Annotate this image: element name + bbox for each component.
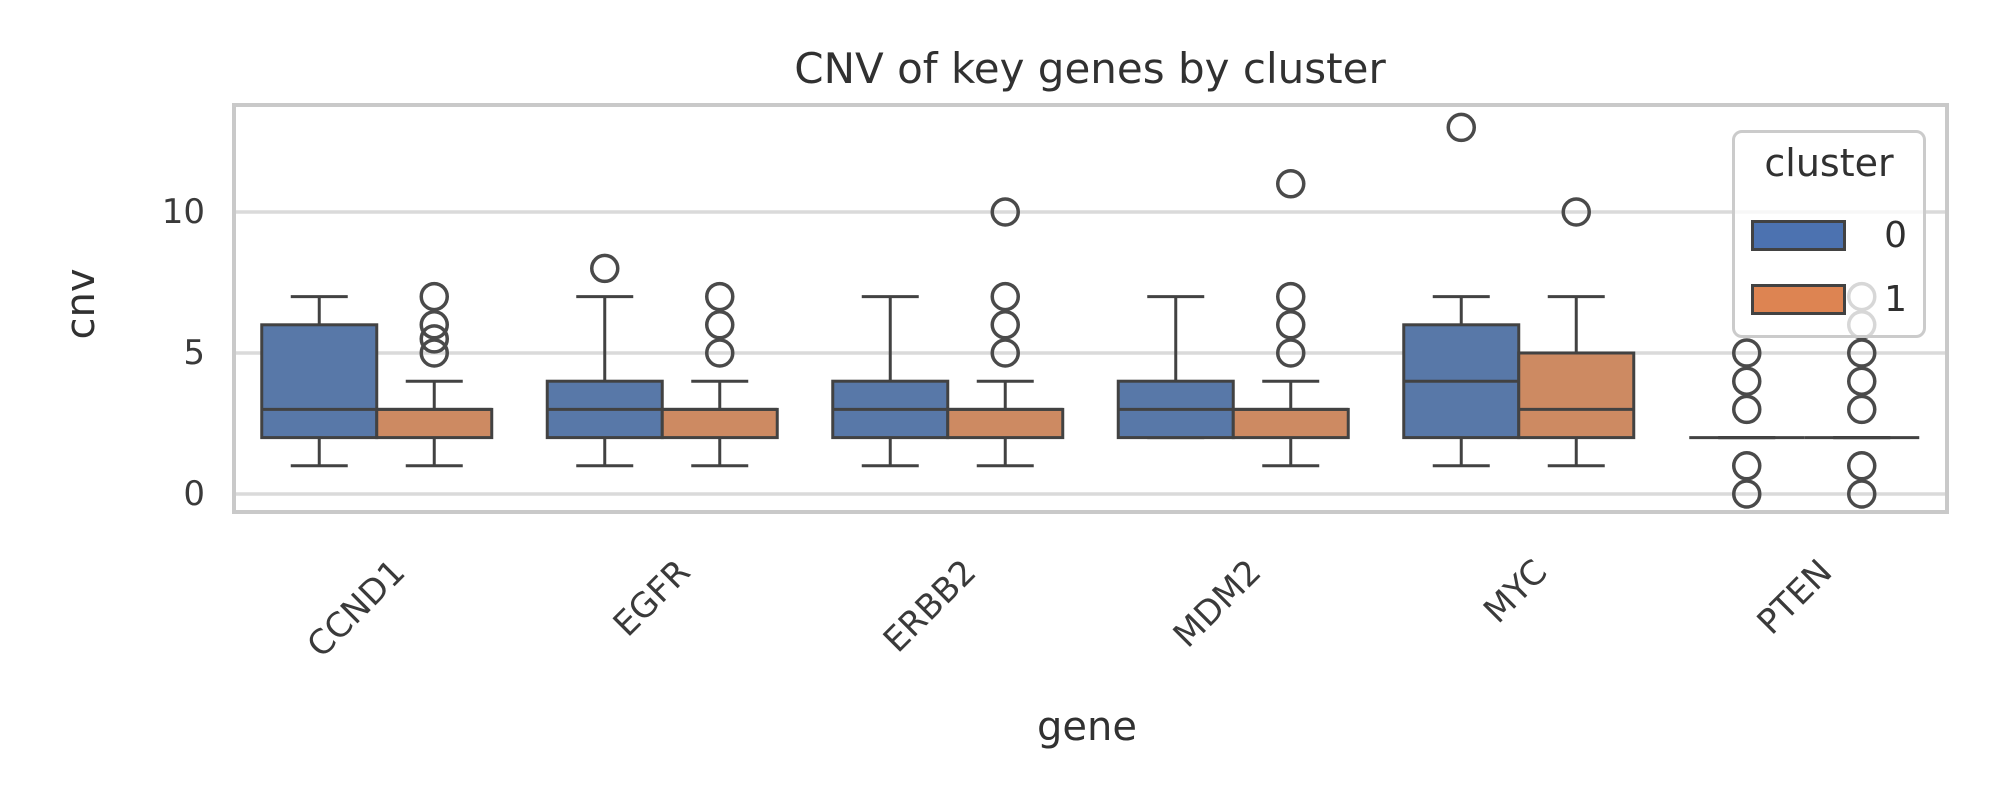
chart-title: CNV of key genes by cluster <box>794 44 1386 93</box>
legend-label-cluster0: 0 <box>1884 215 1907 256</box>
outlier-MDM2-c1-6 <box>1276 310 1306 340</box>
outlier-CCND1-c1-5 <box>419 338 449 368</box>
outlier-PTEN-c0-3 <box>1732 394 1762 425</box>
outlier-PTEN-c0-0 <box>1732 479 1762 509</box>
legend-swatch-cluster1 <box>1751 284 1846 315</box>
box-CCND1-c0 <box>260 323 379 440</box>
outlier-CCND1-c1-5.5 <box>419 324 449 354</box>
outlier-CCND1-c1-6 <box>419 310 449 340</box>
outlier-ERBB2-c1-5 <box>990 338 1020 368</box>
outlier-CCND1-c1-7 <box>419 281 449 312</box>
outlier-PTEN-c0-4 <box>1732 366 1762 396</box>
outlier-ERBB2-c1-6 <box>990 310 1020 340</box>
legend-title: cluster <box>1764 141 1894 185</box>
legend-entry-cluster1: 1 <box>1735 279 1923 320</box>
outlier-MYC-c0-13 <box>1446 112 1476 143</box>
outlier-EGFR-c0-8 <box>590 253 620 284</box>
outlier-PTEN-c1-4 <box>1847 366 1877 396</box>
y-tick-label-5: 5 <box>183 333 205 373</box>
outlier-EGFR-c1-6 <box>705 310 735 340</box>
outlier-PTEN-c0-1 <box>1732 451 1762 481</box>
outlier-PTEN-c1-3 <box>1847 394 1877 425</box>
legend-swatch-cluster0 <box>1751 220 1846 251</box>
box-CCND1-c1 <box>375 407 494 440</box>
legend: cluster 0 1 <box>1732 130 1926 338</box>
outlier-MDM2-c1-7 <box>1276 281 1306 312</box>
outlier-EGFR-c1-5 <box>705 338 735 368</box>
outlier-EGFR-c1-7 <box>705 281 735 312</box>
outlier-MDM2-c1-5 <box>1276 338 1306 368</box>
box-MYC-c1 <box>1517 351 1636 440</box>
box-MDM2-c1 <box>1231 407 1350 440</box>
outlier-ERBB2-c1-7 <box>990 281 1020 312</box>
legend-entry-cluster0: 0 <box>1735 215 1923 256</box>
outlier-PTEN-c1-0 <box>1847 479 1877 509</box>
x-axis-label: gene <box>1037 704 1137 750</box>
box-EGFR-c1 <box>660 407 779 440</box>
outlier-PTEN-c1-5 <box>1847 338 1877 368</box>
outlier-PTEN-c1-1 <box>1847 451 1877 481</box>
outlier-MDM2-c1-11 <box>1276 169 1306 199</box>
y-tick-label-10: 10 <box>161 192 205 232</box>
legend-label-cluster1: 1 <box>1884 279 1907 320</box>
outlier-MYC-c1-10 <box>1561 197 1591 227</box>
y-tick-label-0: 0 <box>183 474 205 514</box>
outlier-ERBB2-c1-10 <box>990 197 1020 227</box>
box-ERBB2-c1 <box>946 407 1065 440</box>
outlier-PTEN-c0-5 <box>1732 338 1762 368</box>
plot-border <box>232 103 1949 514</box>
